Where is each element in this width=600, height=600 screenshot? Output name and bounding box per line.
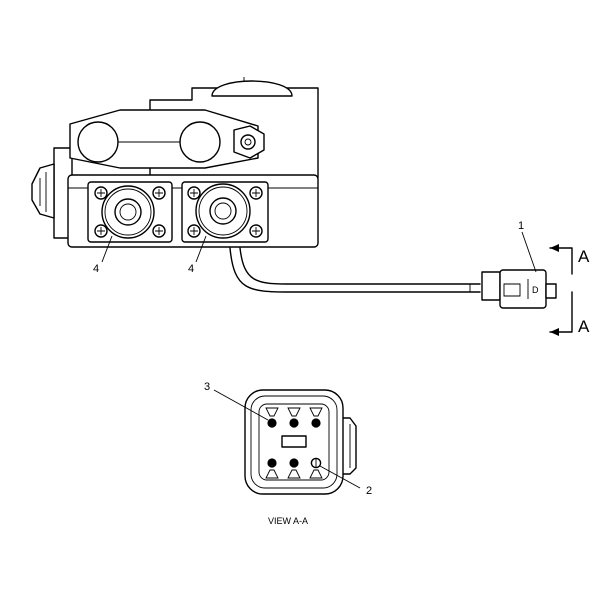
wire-harness — [229, 247, 481, 293]
callout-label-4-left: 4 — [93, 263, 99, 275]
solenoid-right — [181, 181, 269, 243]
sealing-plug — [310, 457, 322, 469]
side-plug — [31, 163, 55, 219]
section-line-a-a: A A — [549, 244, 590, 336]
top-dome — [211, 80, 293, 97]
callout-label-1: 1 — [518, 220, 524, 232]
adjustment-nut — [233, 125, 265, 159]
callout-4-left: 4 — [93, 235, 113, 275]
solenoid-left — [87, 181, 173, 243]
callout-4-right: 4 — [188, 235, 207, 275]
callout-label-3: 3 — [204, 381, 210, 393]
terminal-filled — [267, 418, 277, 428]
terminal-filled — [311, 418, 321, 428]
harness-connector: D — [481, 269, 557, 309]
valve-assembly — [31, 77, 319, 248]
callout-label-4-right: 4 — [188, 263, 194, 275]
callout-label-2: 2 — [366, 485, 372, 497]
callout-1: 1 — [518, 220, 537, 273]
callout-2: 2 — [319, 465, 372, 497]
terminal-filled — [289, 458, 299, 468]
connector-face-view — [244, 389, 357, 495]
svg-text:D: D — [532, 285, 539, 295]
callout-3: 3 — [204, 381, 269, 421]
view-caption: VIEW A-A — [268, 516, 308, 526]
terminal-filled — [267, 458, 277, 468]
terminal-filled — [289, 418, 299, 428]
section-mark-bottom: A — [578, 317, 590, 336]
section-mark-top: A — [578, 247, 590, 266]
